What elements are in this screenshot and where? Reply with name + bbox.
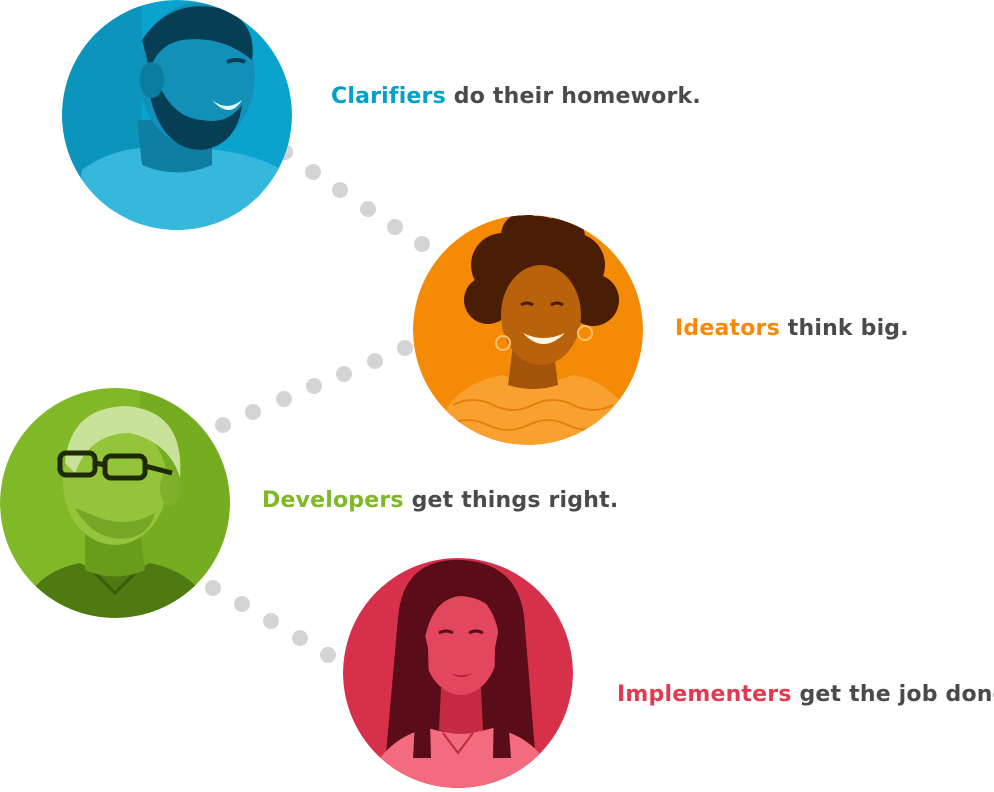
connector-dot: [205, 580, 221, 596]
connector-dot: [332, 182, 348, 198]
role-description: get things right.: [403, 488, 619, 513]
connector-dot: [387, 219, 403, 235]
ideators-caption: Ideators think big.: [675, 318, 909, 340]
woman-long-hair-portrait: [343, 558, 573, 788]
role-name: Clarifiers: [331, 84, 446, 109]
developers-caption: Developers get things right.: [262, 490, 618, 512]
connector-dot: [360, 201, 376, 217]
connector-dot: [215, 417, 231, 433]
connector-dot: [397, 340, 413, 356]
connector-dot: [245, 404, 261, 420]
role-description: think big.: [779, 316, 909, 341]
man-with-glasses-portrait: [0, 388, 230, 618]
role-description: do their homework.: [445, 84, 701, 109]
connector-dot: [305, 164, 321, 180]
connector-dot: [320, 647, 336, 663]
role-name: Ideators: [675, 316, 780, 341]
connector-dot: [336, 366, 352, 382]
connector-dot: [234, 596, 250, 612]
connector-dot: [263, 613, 279, 629]
role-description: get the job done.: [791, 682, 994, 707]
connector-dot: [292, 630, 308, 646]
connector-dot: [414, 236, 430, 252]
smiling-woman-curly-hair-portrait: [413, 215, 643, 445]
role-name: Implementers: [617, 682, 792, 707]
role-name: Developers: [262, 488, 404, 513]
implementers-caption: Implementers get the job done.: [617, 684, 994, 706]
clarifiers-caption: Clarifiers do their homework.: [331, 86, 701, 108]
connector-dot: [306, 378, 322, 394]
connector-dot: [276, 391, 292, 407]
connector-dot: [367, 353, 383, 369]
smiling-bearded-man-portrait: [62, 0, 292, 230]
